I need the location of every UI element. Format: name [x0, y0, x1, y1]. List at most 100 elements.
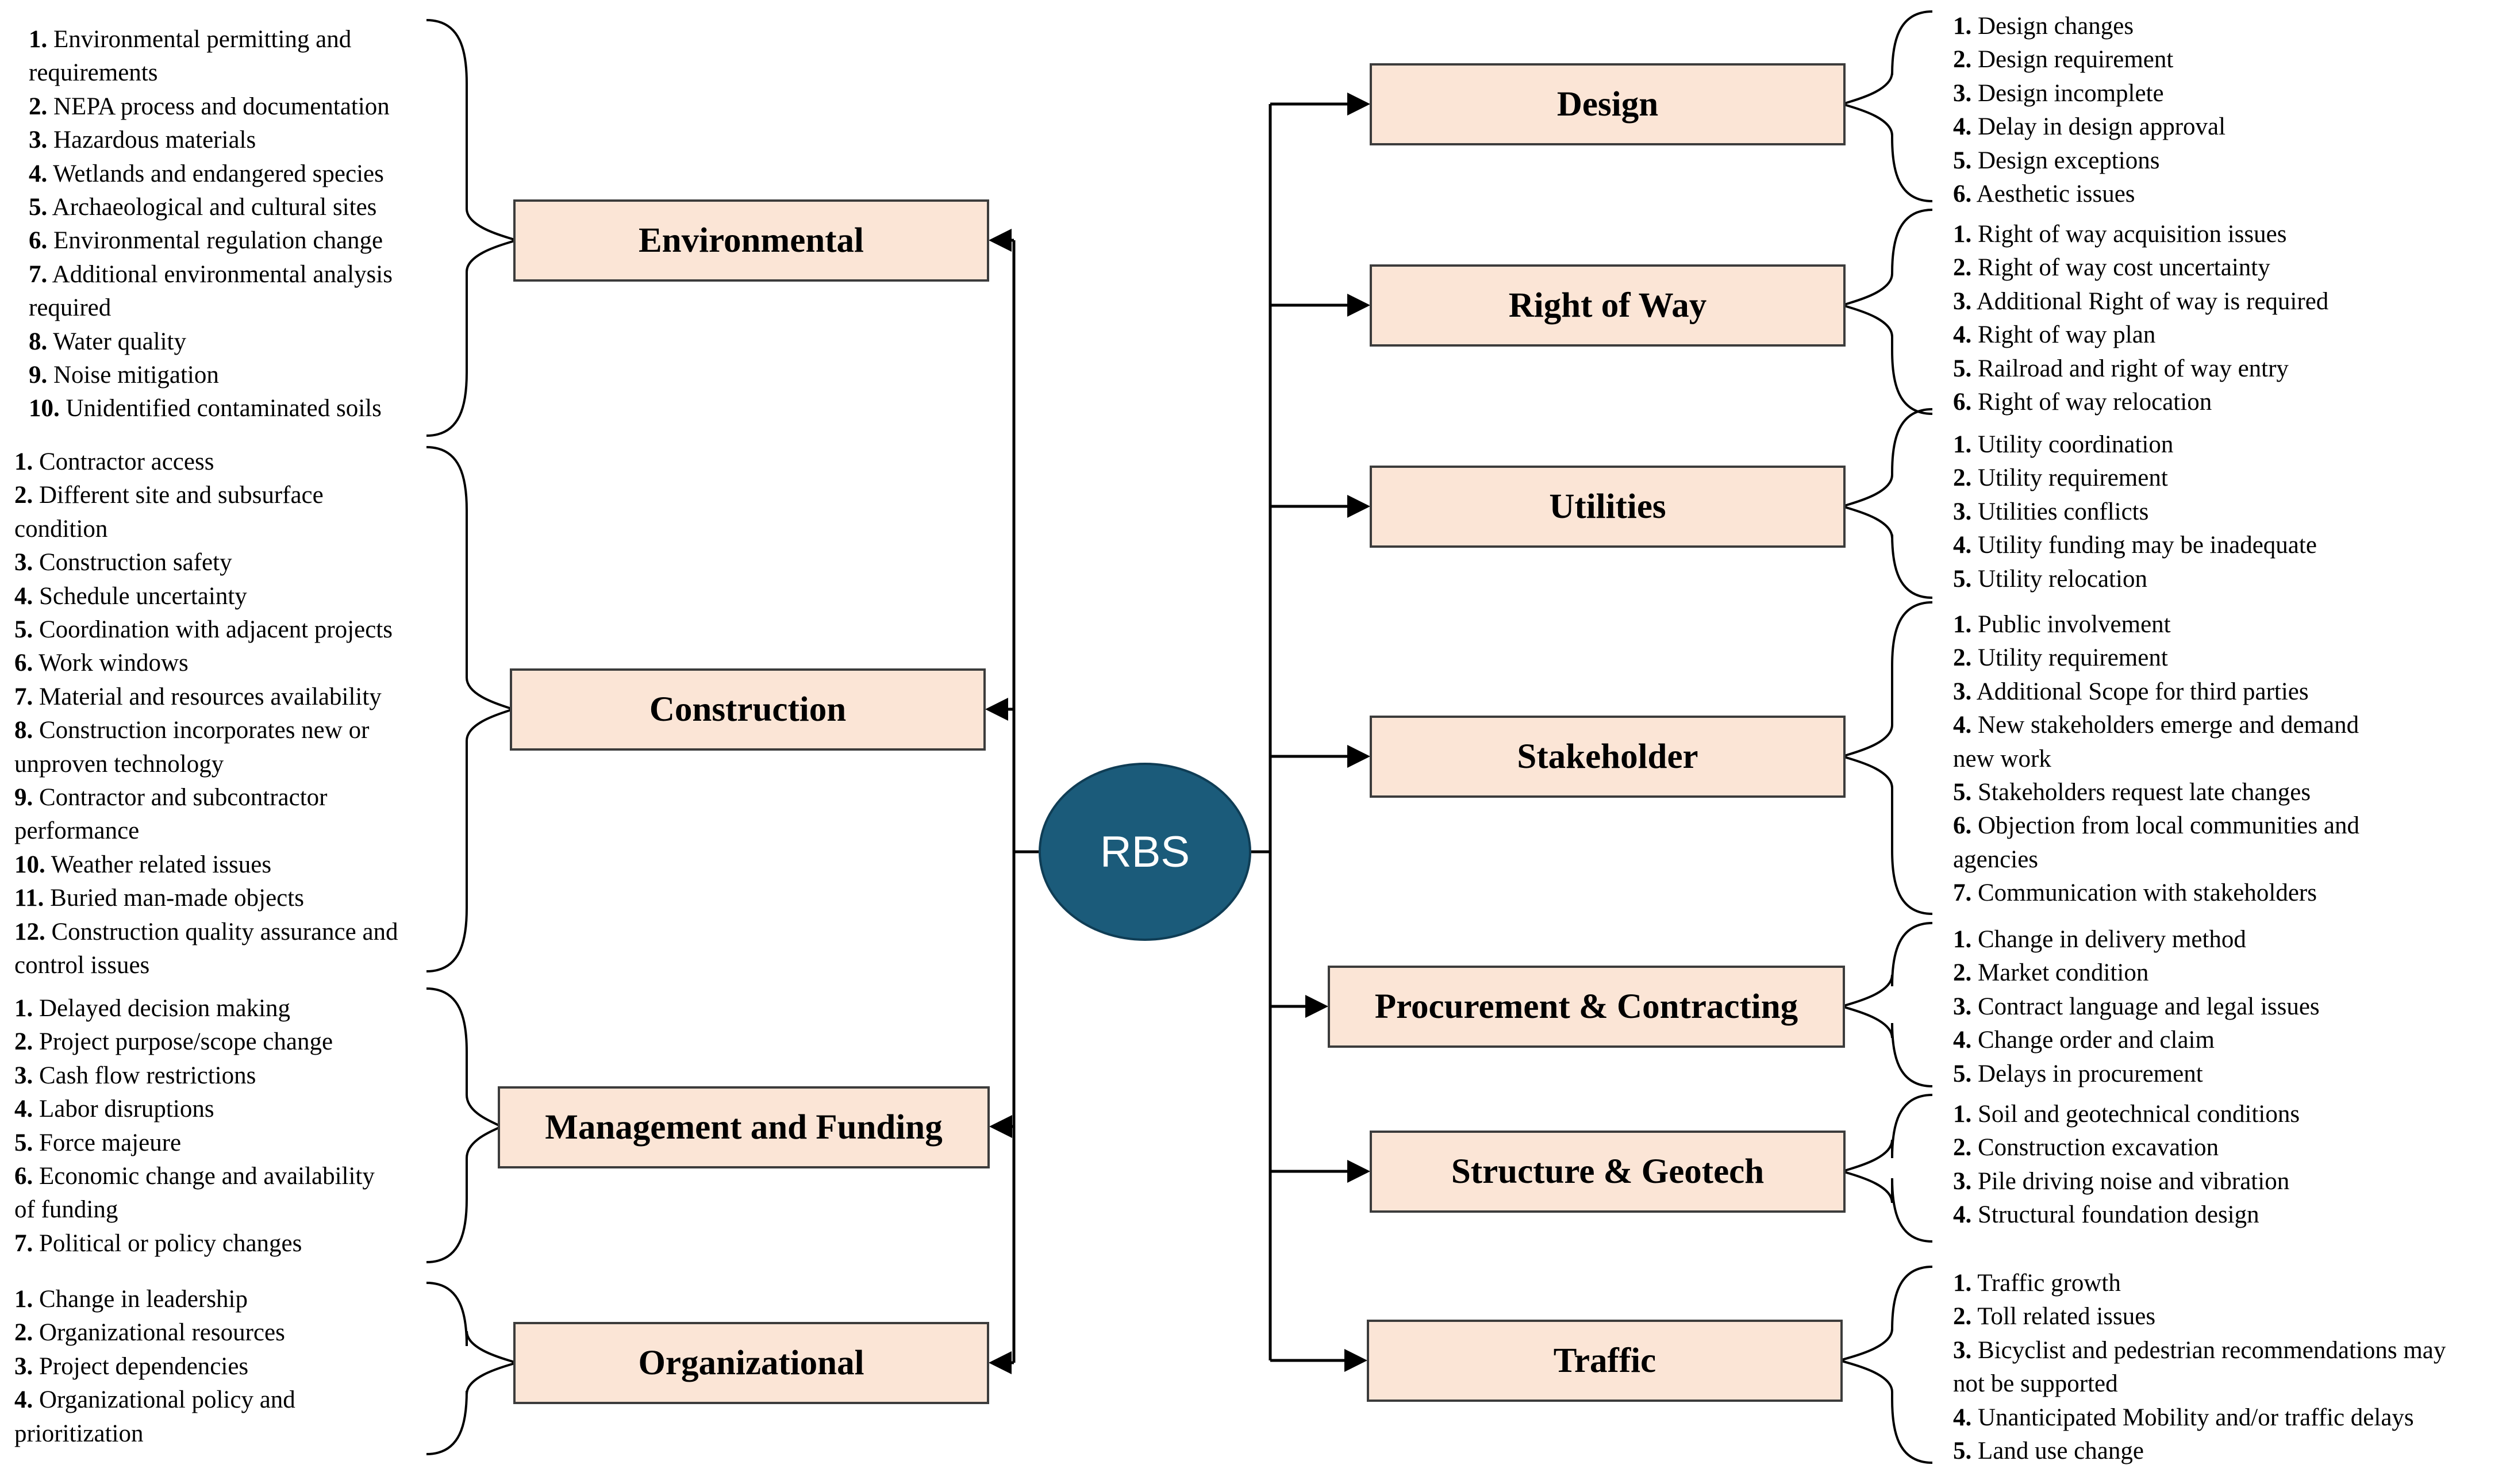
risk-item-line: 4. Schedule uncertainty [14, 580, 398, 613]
risk-item-line: 2. Market condition [1953, 956, 2320, 990]
category-label-right-of-way: Right of Way [1508, 286, 1707, 325]
risk-item-number: 4. [1953, 1027, 1972, 1054]
risk-item-text: Project dependencies [39, 1352, 249, 1380]
item-list-construction: 1. Contractor access 2. Different site an… [14, 445, 398, 983]
risk-item-text: Construction quality assurance and [51, 918, 398, 945]
left-curly-brace [426, 446, 513, 972]
risk-item-number: 12. [14, 918, 45, 945]
risk-item-number: 2. [14, 482, 33, 509]
risk-item-text: Public involvement [1978, 611, 2171, 638]
risk-item-line: 3. Pile driving noise and vibration [1953, 1165, 2300, 1198]
risk-item-text: Contract language and legal issues [1978, 993, 2320, 1020]
risk-item-text: Unanticipated Mobility and/or traffic de… [1978, 1404, 2414, 1431]
risk-item-text: Delay in design approval [1978, 113, 2226, 141]
risk-item-number: 4. [1953, 321, 1972, 349]
risk-item-text: Construction safety [39, 549, 232, 576]
category-label-management-and-funding: Management and Funding [545, 1108, 943, 1147]
risk-item-number: 3. [1953, 287, 1972, 315]
risk-item-text: Project purpose/scope change [39, 1028, 333, 1056]
risk-item-text: new work [1953, 745, 2051, 772]
risk-item-line: condition [14, 513, 398, 546]
risk-item-number: 5. [1953, 565, 1972, 593]
risk-item-text: Change order and claim [1978, 1027, 2215, 1054]
risk-item-number: 5. [1953, 1060, 1972, 1087]
risk-item-text: New stakeholders emerge and demand [1978, 712, 2359, 739]
risk-item-line: 1. Right of way acquisition issues [1953, 218, 2328, 251]
risk-item-number: 1. [14, 995, 33, 1022]
risk-item-text: Toll related issues [1977, 1303, 2156, 1331]
risk-item-line: 2. Different site and subsurface [14, 479, 398, 512]
risk-item-number: 9. [14, 784, 33, 812]
risk-item-line: 7. Material and resources availability [14, 681, 398, 714]
risk-item-number: 10. [29, 395, 60, 422]
risk-item-text: Design exceptions [1978, 147, 2160, 174]
risk-item-text: Structural foundation design [1978, 1201, 2259, 1229]
category-box-utilities: Utilities [1370, 466, 1846, 548]
risk-item-line: 1. Soil and geotechnical conditions [1953, 1098, 2300, 1131]
left-curly-brace [426, 1282, 516, 1455]
risk-item-text: Cash flow restrictions [39, 1062, 256, 1089]
risk-item-line: 2. Construction excavation [1953, 1131, 2300, 1164]
risk-item-text: agencies [1953, 845, 2039, 873]
risk-item-line: 1. Utility coordination [1953, 428, 2317, 462]
risk-item-text: unproven technology [14, 750, 224, 778]
risk-item-text: Right of way relocation [1978, 389, 2212, 416]
risk-item-line: 1. Change in leadership [14, 1283, 295, 1316]
risk-item-number: 6. [14, 1163, 33, 1190]
risk-item-line: 6. Economic change and availability [14, 1160, 375, 1193]
risk-item-text: Delays in procurement [1978, 1060, 2203, 1087]
risk-item-number: 1. [14, 448, 33, 475]
risk-item-number: 5. [14, 616, 33, 644]
risk-item-line: 7. Communication with stakeholders [1953, 876, 2359, 910]
risk-item-text: performance [14, 817, 140, 845]
risk-item-line: 3. Additional Right of way is required [1953, 285, 2328, 318]
risk-item-text: Environmental regulation change [53, 227, 383, 255]
risk-item-line: 6. Right of way relocation [1953, 386, 2328, 419]
risk-item-number: 4. [1953, 1201, 1972, 1229]
risk-item-number: 5. [1953, 355, 1972, 382]
risk-item-text: Right of way cost uncertainty [1978, 254, 2270, 282]
risk-item-number: 4. [29, 160, 48, 187]
risk-item-line: 8. Construction incorporates new or [14, 714, 398, 747]
risk-item-number: 2. [1953, 464, 1972, 492]
risk-item-number: 8. [14, 717, 33, 744]
risk-item-number: 11. [14, 885, 44, 912]
risk-item-line: 6. Objection from local communities and [1953, 809, 2359, 843]
risk-item-number: 7. [14, 683, 33, 710]
risk-item-text: Construction excavation [1978, 1134, 2219, 1162]
risk-item-text: Material and resources availability [39, 683, 382, 710]
risk-item-text: Utility relocation [1978, 565, 2147, 593]
risk-item-text: Design requirement [1978, 46, 2174, 74]
risk-item-line: 10. Unidentified contaminated soils [29, 392, 393, 425]
risk-item-line: 6. Work windows [14, 647, 398, 680]
risk-item-number: 5. [14, 1129, 33, 1156]
risk-item-line: 4. Delay in design approval [1953, 110, 2225, 144]
risk-item-number: 5. [1953, 779, 1972, 806]
risk-item-number: 3. [14, 1352, 33, 1380]
risk-item-text: not be supported [1953, 1370, 2118, 1398]
category-box-structure-and-geotech: Structure & Geotech [1370, 1131, 1846, 1213]
right-curly-brace [1843, 1094, 1933, 1243]
right-curly-brace [1840, 1266, 1933, 1464]
risk-item-text: Railroad and right of way entry [1978, 355, 2289, 382]
risk-item-line: 5. Utility relocation [1953, 563, 2317, 596]
risk-item-number: 4. [14, 582, 33, 610]
risk-item-line: 4. Unanticipated Mobility and/or traffic… [1953, 1401, 2446, 1435]
risk-item-line: new work [1953, 743, 2359, 776]
risk-item-number: 3. [1953, 498, 1972, 525]
risk-item-line: required [29, 291, 393, 325]
risk-item-text: Contractor access [39, 448, 214, 475]
risk-item-number: 7. [1953, 879, 1972, 907]
risk-item-line: 2. Organizational resources [14, 1316, 295, 1350]
risk-item-text: Utility requirement [1978, 464, 2168, 492]
risk-item-line: requirements [29, 56, 393, 90]
rbs-center-node: RBS [1039, 763, 1251, 941]
risk-item-number: 2. [1953, 254, 1972, 282]
risk-item-line: 2. Design requirement [1953, 43, 2225, 76]
